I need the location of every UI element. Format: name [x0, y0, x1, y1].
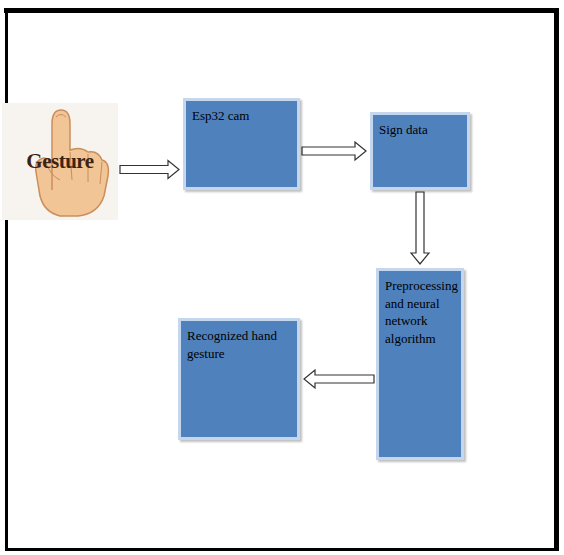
node-label: Esp32 cam [192, 107, 291, 125]
gesture-picture: Gesture [2, 103, 118, 220]
hand-illustration [2, 103, 118, 220]
block-arrow [302, 142, 366, 160]
output-box: Recognized hand gesture [178, 318, 300, 440]
node-label: Sign data [379, 121, 461, 139]
node-label: Preprocessing and neural network algorit… [385, 277, 455, 347]
block-arrow [120, 161, 179, 179]
frame-left [5, 8, 8, 551]
process-box: Preprocessing and neural network algorit… [376, 268, 464, 460]
picture-ground [2, 103, 118, 220]
node-label: Gesture [26, 147, 93, 175]
process-box: Esp32 cam [183, 98, 300, 190]
page-frame [4, 8, 559, 551]
frame-bottom [5, 548, 559, 551]
node-label: Recognized hand gesture [187, 327, 291, 362]
frame-top [4, 8, 558, 13]
fingernail [56, 115, 66, 118]
process-box: Sign data [370, 112, 470, 190]
block-arrow [304, 370, 374, 388]
block-arrow [411, 192, 429, 264]
frame-right [554, 8, 559, 551]
